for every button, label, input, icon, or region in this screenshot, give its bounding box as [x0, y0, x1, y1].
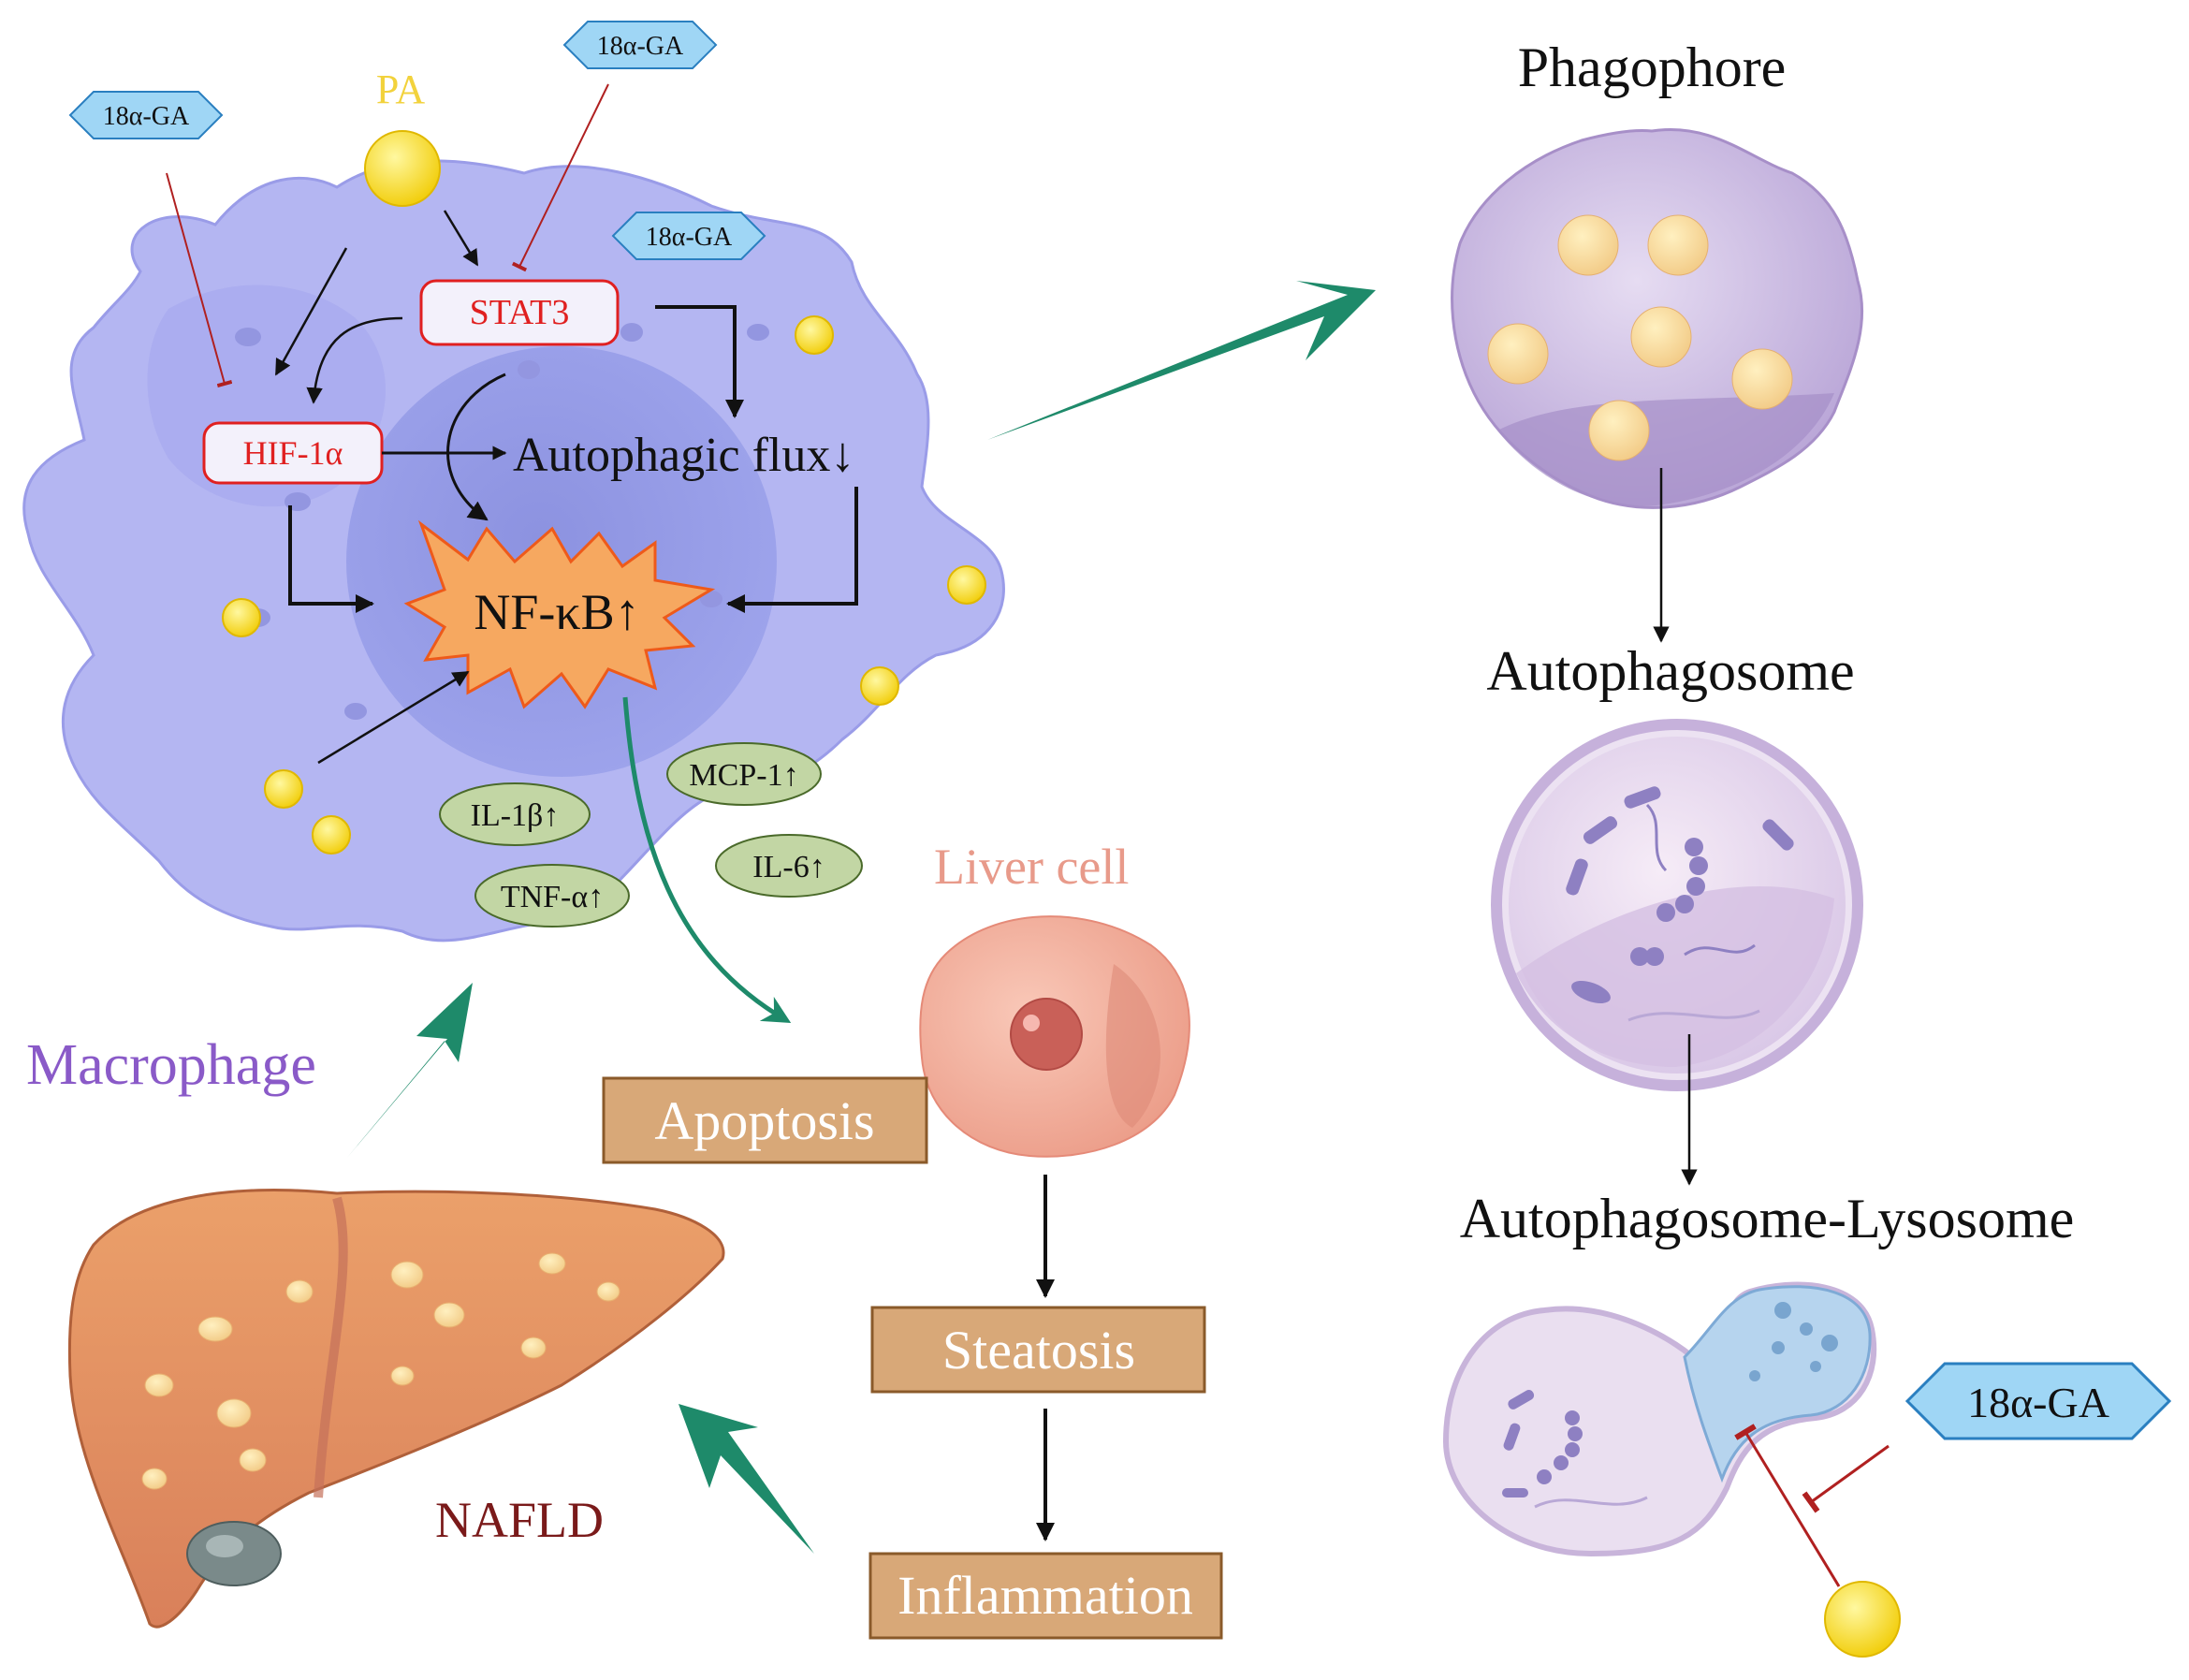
hif1a-node: HIF-1α — [202, 421, 384, 485]
inhibit-fusion-pa — [1734, 1424, 1841, 1587]
pa-particle-fusion — [1824, 1581, 1901, 1658]
liver-cell-nucleus — [1010, 998, 1083, 1071]
svg-text:18α-GA: 18α-GA — [103, 102, 190, 131]
nafld-label: NAFLD — [435, 1492, 604, 1548]
svg-text:TNF-α↑: TNF-α↑ — [501, 880, 604, 914]
svg-text:STAT3: STAT3 — [470, 293, 570, 332]
autophagic-flux-label: Autophagic flux↓ — [513, 429, 854, 482]
inhibit-stat3 — [511, 83, 609, 272]
svg-text:MCP-1↑: MCP-1↑ — [689, 758, 798, 793]
pa-label: PA — [376, 66, 425, 112]
drug-tag-4: 18α-GA — [1904, 1362, 2172, 1440]
svg-text:IL-6↑: IL-6↑ — [752, 850, 825, 884]
drug-tag-1: 18α-GA — [68, 91, 224, 139]
drug-tag-2: 18α-GA — [562, 21, 718, 69]
cytokine-il1b: IL-1β↑ — [439, 782, 591, 846]
liver-cell — [919, 915, 1190, 1158]
flow-arrows — [346, 281, 1376, 1554]
inhibit-fusion-drug — [1802, 1444, 1890, 1513]
liver-cell-label: Liver cell — [934, 839, 1129, 895]
cytokine-mcp1: MCP-1↑ — [666, 742, 822, 806]
svg-text:Apoptosis: Apoptosis — [654, 1090, 874, 1151]
svg-text:Steatosis: Steatosis — [942, 1320, 1135, 1381]
autolysosome-label: Autophagosome-Lysosome — [1460, 1188, 2075, 1249]
autophagosome-illustration — [1491, 719, 1863, 1091]
nfkb-node: NF-κB↑ — [403, 519, 716, 709]
arrow-to-liver-cell — [622, 696, 792, 1024]
drug-tag-3: 18α-GA — [611, 212, 766, 260]
autolysosome-illustration — [1442, 1281, 1877, 1557]
arrow-to-nafld — [679, 1404, 814, 1554]
svg-text:Inflammation: Inflammation — [897, 1565, 1193, 1626]
svg-text:NF-κB↑: NF-κB↑ — [474, 584, 639, 640]
pa-particles — [222, 130, 986, 855]
phagophore-label: Phagophore — [1518, 37, 1787, 98]
steatosis-box: Steatosis — [870, 1306, 1206, 1394]
liver-illustration — [67, 1189, 725, 1629]
svg-text:18α-GA: 18α-GA — [1967, 1379, 2109, 1426]
autophagosome-label: Autophagosome — [1486, 640, 1854, 702]
inflammation-box: Inflammation — [868, 1552, 1223, 1640]
cytokine-tnfa: TNF-α↑ — [474, 864, 630, 928]
cytokine-il6: IL-6↑ — [715, 834, 863, 898]
svg-text:18α-GA: 18α-GA — [646, 223, 733, 252]
arrow-to-macrophage — [346, 983, 473, 1159]
macrophage-label: Macrophage — [26, 1033, 316, 1097]
svg-text:18α-GA: 18α-GA — [597, 32, 684, 61]
stat3-node: STAT3 — [419, 279, 620, 346]
phagophore-illustration — [1451, 128, 1864, 509]
inhibit-hif1a — [166, 172, 233, 388]
svg-text:HIF-1α: HIF-1α — [243, 434, 343, 472]
svg-text:IL-1β↑: IL-1β↑ — [471, 798, 560, 833]
signal-arrows — [274, 210, 858, 765]
pa-particle — [364, 130, 441, 207]
apoptosis-box: Apoptosis — [602, 1076, 928, 1164]
arrow-to-phagophore — [987, 281, 1376, 440]
